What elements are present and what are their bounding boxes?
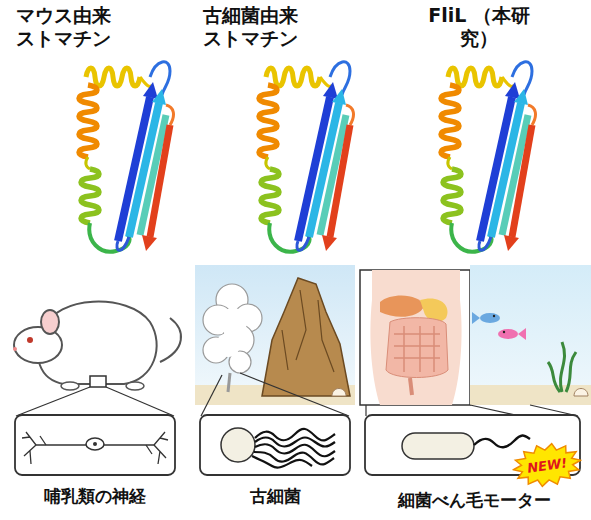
sea-scene	[366, 265, 591, 416]
protein-structure	[259, 62, 353, 252]
archaeon-inset	[200, 415, 350, 475]
column-caption: 古細菌	[250, 486, 301, 506]
new-badge: NEW!	[509, 438, 584, 491]
neuron-inset	[15, 415, 175, 475]
protein-structure	[79, 62, 173, 252]
hot-spring-scene	[195, 265, 355, 416]
structure-title: FliL （本研究）	[424, 4, 534, 50]
protein-structure	[441, 62, 535, 252]
structure-title: 古細菌由来 ストマチン	[203, 4, 313, 50]
mouse-figure	[13, 302, 181, 416]
gut-scene	[360, 270, 470, 405]
column-caption: 細菌べん毛モーター	[398, 490, 551, 510]
structure-title: マウス由来 ストマチン	[16, 4, 126, 50]
column-caption: 哺乳類の神経	[44, 486, 146, 506]
